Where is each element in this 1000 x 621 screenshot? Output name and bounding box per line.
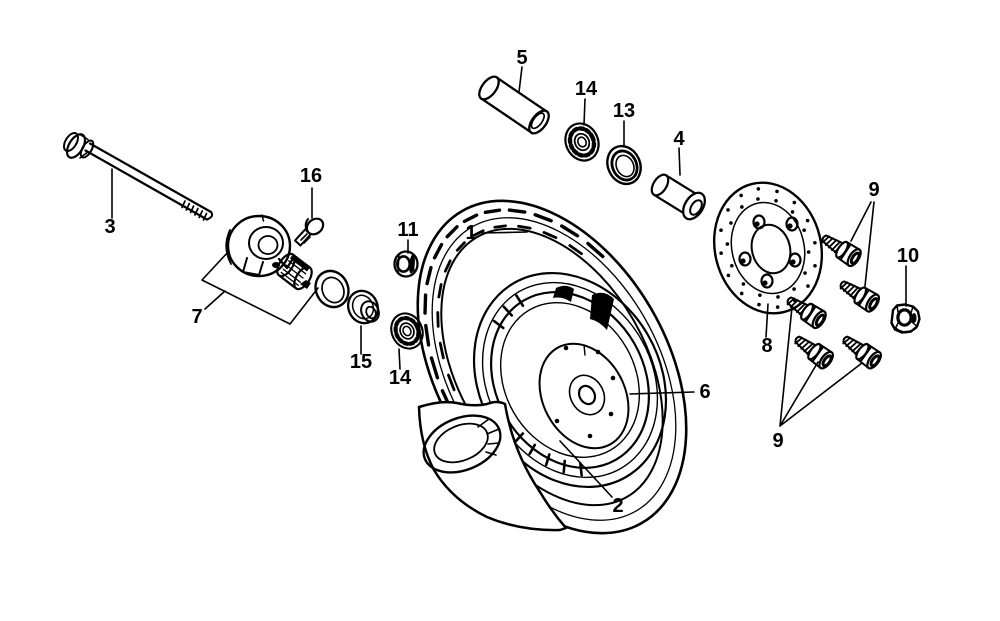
axle-bolt — [63, 131, 214, 221]
callout-bearing-top: 14 — [574, 78, 598, 100]
disc-drill-holes — [719, 187, 817, 309]
axle-nut — [890, 303, 921, 334]
callout-small-nut: 11 — [397, 219, 419, 241]
small-nut — [393, 250, 419, 278]
callout-disc-bolts-lower: 9 — [772, 430, 784, 452]
speedometer-screw — [294, 217, 325, 247]
callout-wheel: 1 — [465, 222, 477, 244]
speedometer-drive-gear — [276, 252, 313, 291]
spacer-tube — [478, 75, 550, 135]
callout-rim: 6 — [699, 381, 711, 403]
disc-mount-holes — [738, 214, 802, 289]
wheel-bearing-top — [559, 118, 604, 166]
callout-axle-nut: 10 — [896, 245, 920, 267]
hub-cover-plate — [538, 342, 630, 450]
tire-tread-marks — [423, 208, 605, 412]
callout-disc-bolts-upper: 9 — [868, 179, 880, 201]
disc-bolt-2 — [834, 273, 884, 316]
callout-brake-disc: 8 — [761, 335, 773, 357]
side-collar — [650, 173, 706, 221]
callout-screw: 16 — [299, 165, 323, 187]
wheel-rim — [472, 271, 668, 489]
disc-bolt-1 — [816, 227, 865, 270]
hub-seal — [346, 289, 380, 325]
speedometer-gear-retainer — [225, 214, 294, 278]
callout-hub-seal: 15 — [349, 351, 373, 373]
callout-hub-cover: 2 — [612, 495, 624, 517]
callout-spacer-tube: 5 — [516, 47, 528, 69]
callout-axle-bolt: 3 — [104, 216, 116, 238]
washer-ring — [314, 269, 350, 309]
tire-sidewall-front — [417, 400, 568, 532]
callout-bearing-left: 14 — [388, 367, 412, 389]
disc-bolt-4 — [789, 329, 837, 373]
callout-speedo-gear: 7 — [191, 306, 203, 328]
brake-disc — [712, 181, 824, 315]
leader-lines — [111, 66, 907, 498]
callout-side-collar: 4 — [673, 128, 685, 150]
callout-dust-seal: 13 — [612, 100, 636, 122]
front-wheel — [416, 199, 688, 535]
rim-hatch-ticks — [492, 294, 583, 477]
dust-seal — [606, 144, 642, 186]
